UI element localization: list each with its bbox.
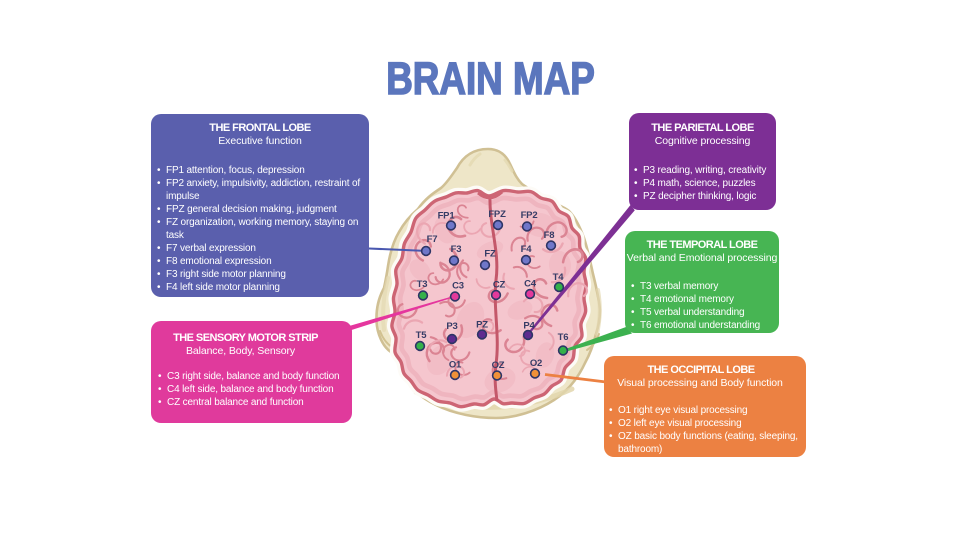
svg-text:T6: T6 <box>558 332 569 343</box>
svg-text:FZ: FZ <box>484 249 496 260</box>
svg-text:F3: F3 <box>451 244 462 255</box>
svg-text:T4: T4 <box>553 272 565 283</box>
svg-text:P4: P4 <box>523 321 535 332</box>
svg-text:T5: T5 <box>416 330 428 341</box>
svg-text:FP2: FP2 <box>521 210 538 221</box>
svg-text:C4: C4 <box>524 279 537 290</box>
svg-text:O1: O1 <box>449 360 462 371</box>
svg-text:FPZ: FPZ <box>488 209 506 220</box>
svg-text:T3: T3 <box>417 279 428 290</box>
svg-text:O2: O2 <box>530 358 542 369</box>
svg-text:OZ: OZ <box>492 360 505 371</box>
svg-text:CZ: CZ <box>493 280 506 291</box>
svg-text:FP1: FP1 <box>438 211 456 222</box>
svg-text:F4: F4 <box>521 244 533 255</box>
svg-text:F7: F7 <box>427 234 438 245</box>
svg-text:F8: F8 <box>544 230 555 241</box>
svg-text:P3: P3 <box>446 321 457 332</box>
svg-text:PZ: PZ <box>476 320 488 331</box>
svg-text:C3: C3 <box>452 281 464 292</box>
